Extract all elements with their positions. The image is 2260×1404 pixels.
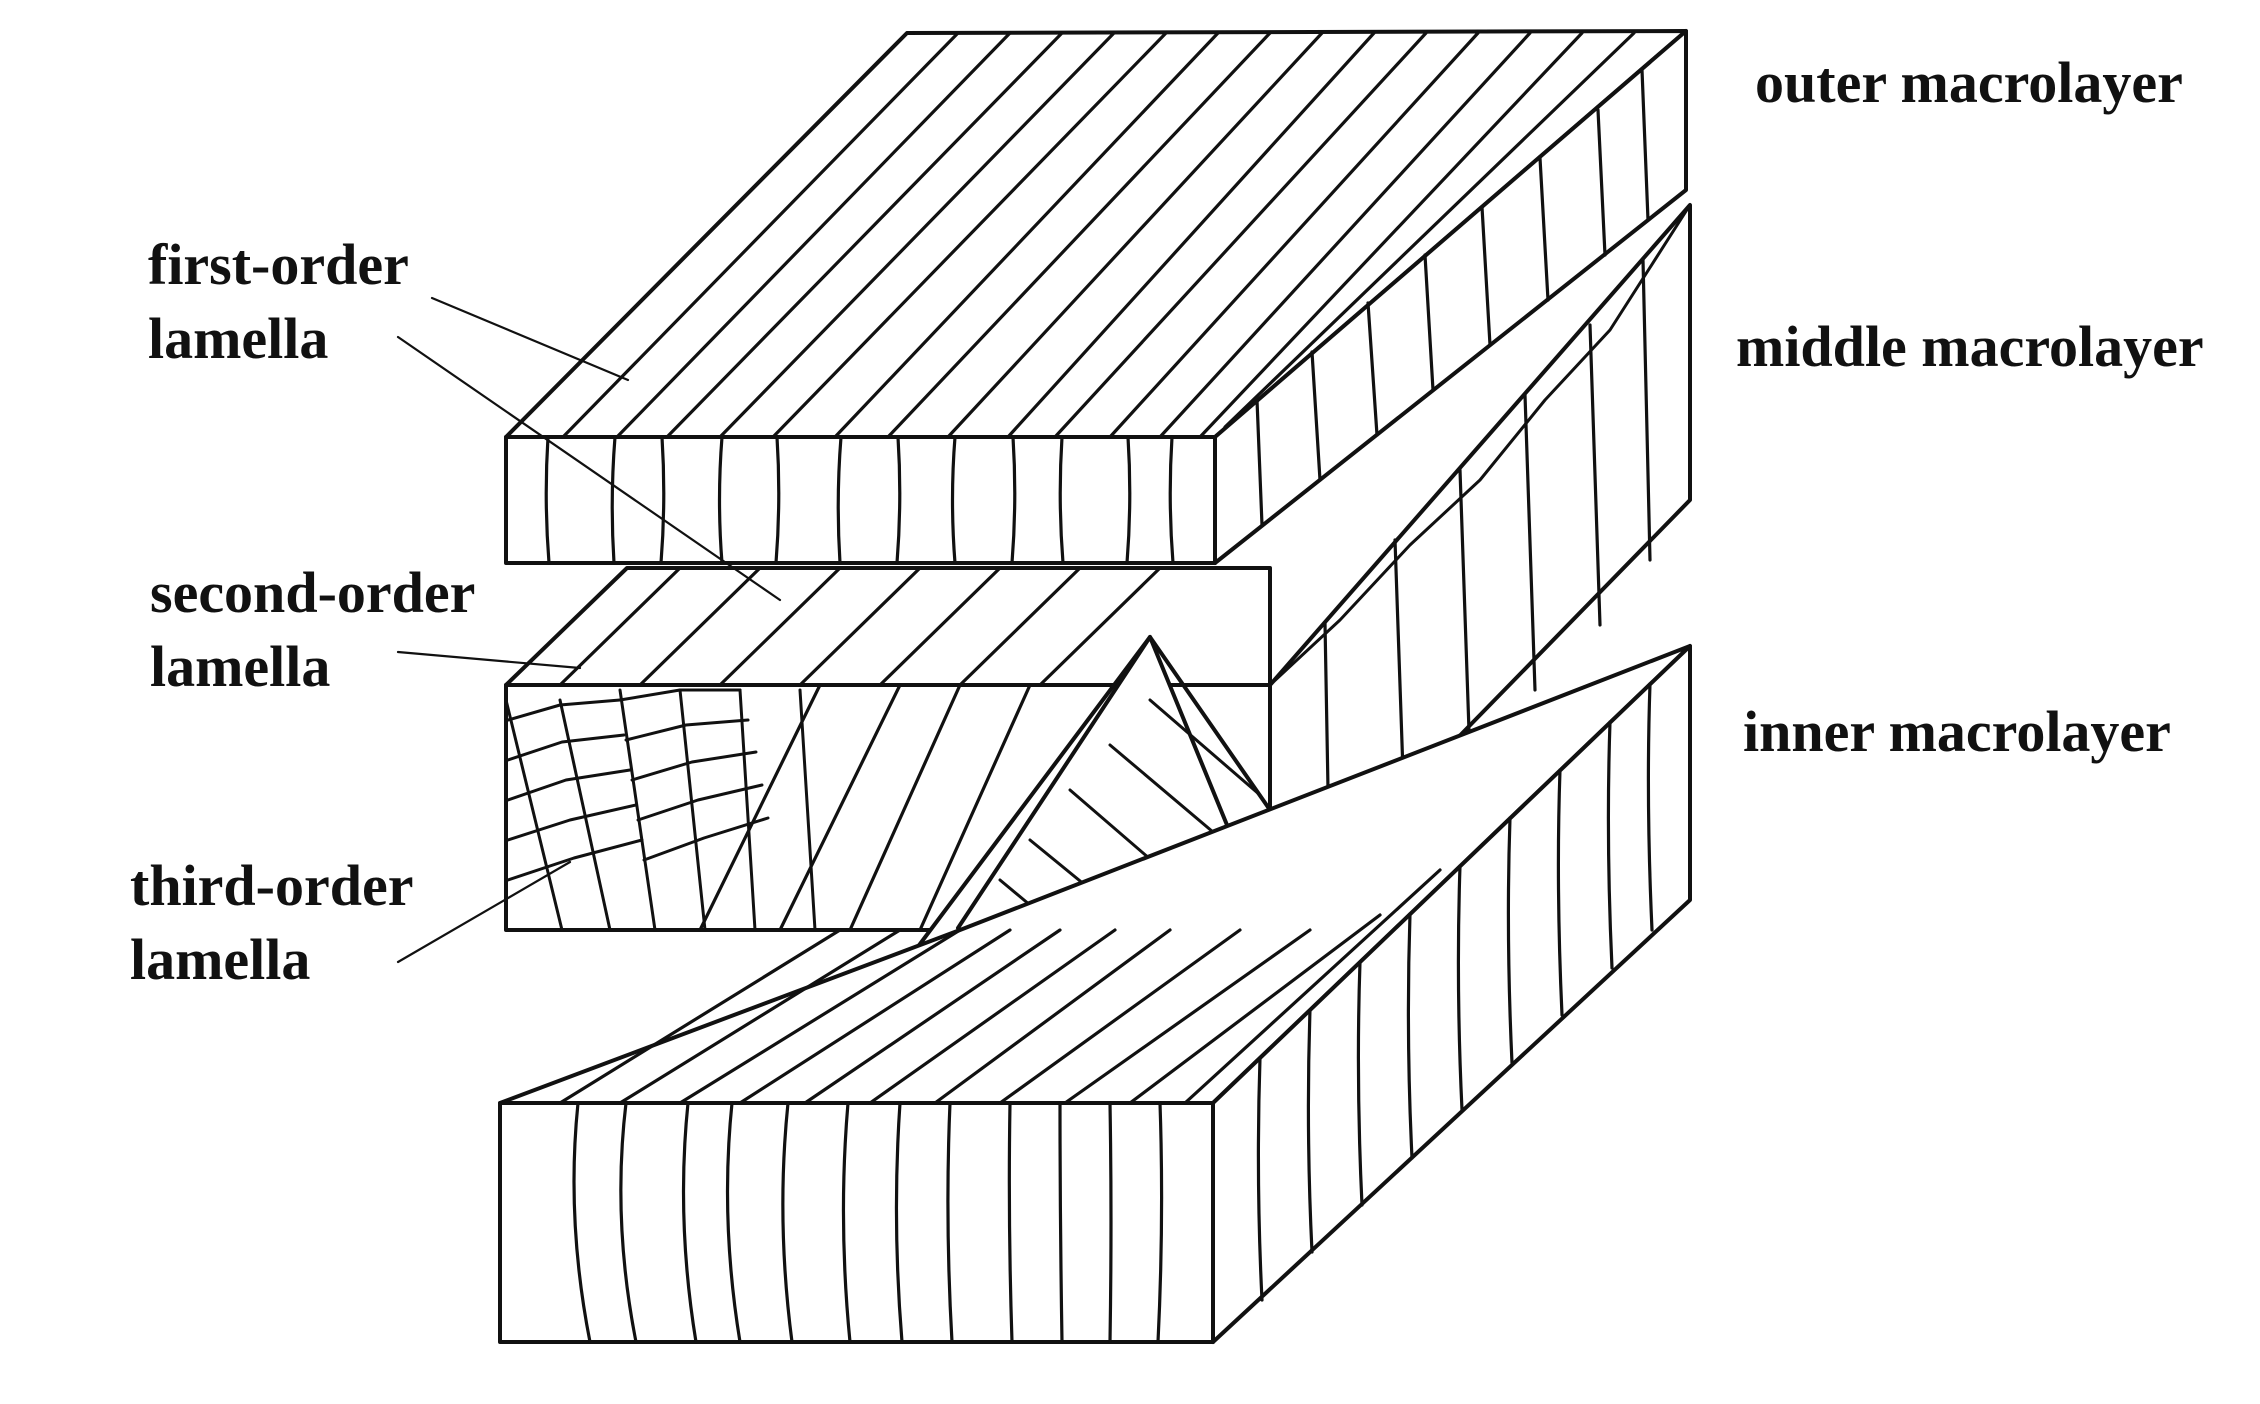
inner-macrolayer-block xyxy=(498,644,1692,1344)
label-inner-macrolayer: inner macrolayer xyxy=(1743,699,2171,764)
outer-macrolayer-block xyxy=(504,29,1688,565)
label-first-order-lamella: first-order lamella xyxy=(148,232,409,371)
leader-second-order xyxy=(396,650,582,670)
label-third-order-lamella: third-order lamella xyxy=(130,853,414,992)
leader-first-order xyxy=(430,296,630,382)
leader-lines xyxy=(396,296,782,964)
label-middle-macrolayer: middle macrolayer xyxy=(1736,314,2204,379)
label-outer-macrolayer: outer macrolayer xyxy=(1755,50,2183,115)
leader-third-order xyxy=(396,860,572,964)
leader-first-order-2 xyxy=(396,335,782,602)
label-second-order-lamella: second-order lamella xyxy=(150,560,476,699)
